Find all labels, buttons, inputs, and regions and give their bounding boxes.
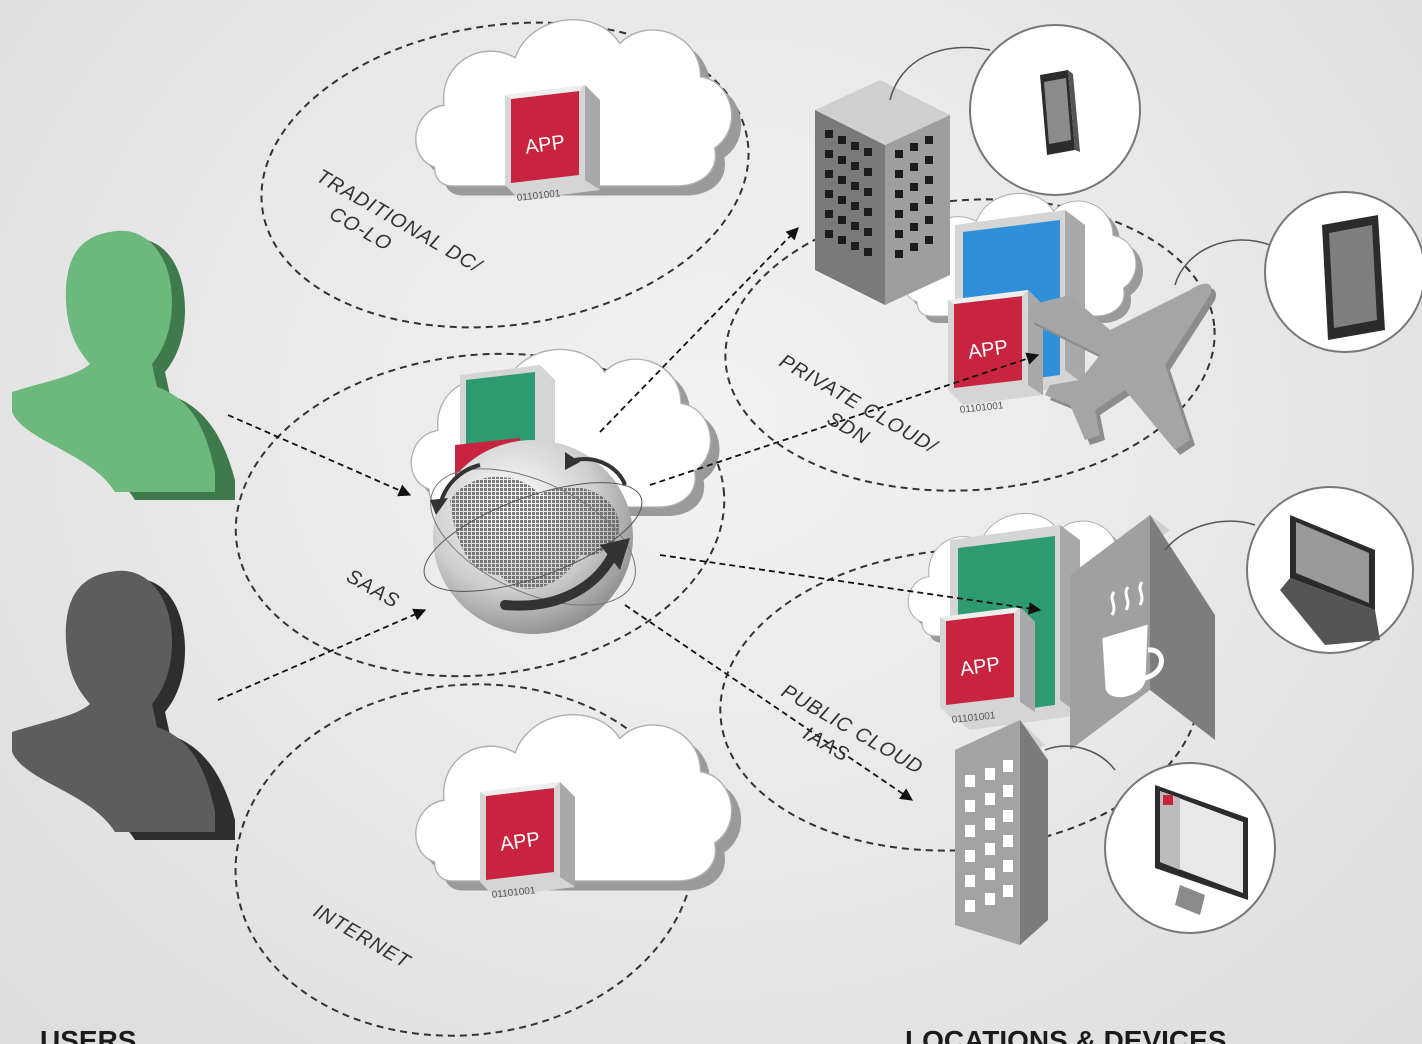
internet-app: APP 01101001 [480,782,575,901]
arrow-saas-to-public-cloud [659,554,1042,615]
coffee-cup-icon [1102,581,1164,698]
traditional-dc-app: APP 01101001 [505,85,600,204]
zone-label: SAAS [343,565,404,613]
office-tower-icon [815,80,950,305]
arrow-saas-to-private-cloud [649,352,1040,486]
users-heading: USERS [40,1025,136,1044]
saas-label: SAAS [343,565,404,613]
traditional-dc-zone [260,21,750,329]
desktop-monitor-icon [1155,785,1248,915]
phone-icon [1040,70,1080,155]
private-cloud-app: APP 01101001 [948,290,1043,416]
zone-label-line1: PUBLIC CLOUD [778,680,927,779]
connector-desktop [1044,745,1116,771]
connector-phone [889,46,991,101]
binary-label: 01101001 [516,188,561,204]
arrow-saas-to-apartment [624,604,914,801]
phone-device-circle [969,24,1141,196]
arrow-dark-user-to-saas [217,608,427,701]
connector-tablet [1174,239,1271,286]
zone-label: INTERNET [310,900,415,973]
user-green-icon [12,230,235,500]
binary-label: 01101001 [951,710,996,726]
arrow-green-user-to-saas [227,414,412,497]
connector-laptop [1164,520,1256,551]
tablet-device-circle [1264,191,1422,353]
globe [423,440,643,634]
public-cloud-label: PUBLIC CLOUD IAAS [778,680,927,779]
globe-arrow-top [574,457,627,486]
internet-label: INTERNET [310,900,415,973]
public-cloud-app: APP 01101001 [940,607,1035,726]
coffee-shop-icon [1070,515,1215,750]
saas-zone [234,352,726,678]
arrow-saas-to-office [599,227,799,433]
laptop-icon [1280,515,1380,645]
private-cloud-zone [724,198,1216,492]
laptop-device-circle [1246,486,1414,654]
tablet-icon [1322,215,1385,340]
airplane-icon [1030,283,1216,455]
locations-devices-heading: LOCATIONS & DEVICES [905,1025,1227,1044]
globe-arrow-right [500,545,620,611]
binary-label: 01101001 [959,400,1004,416]
user-dark-icon [12,570,235,840]
private-cloud-label: PRIVATE CLOUD/ SDN [776,350,942,459]
internet-cloud [415,713,742,892]
binary-label: 01101001 [491,885,536,901]
apartment-building-icon [955,720,1048,945]
desktop-device-circle [1104,762,1276,934]
